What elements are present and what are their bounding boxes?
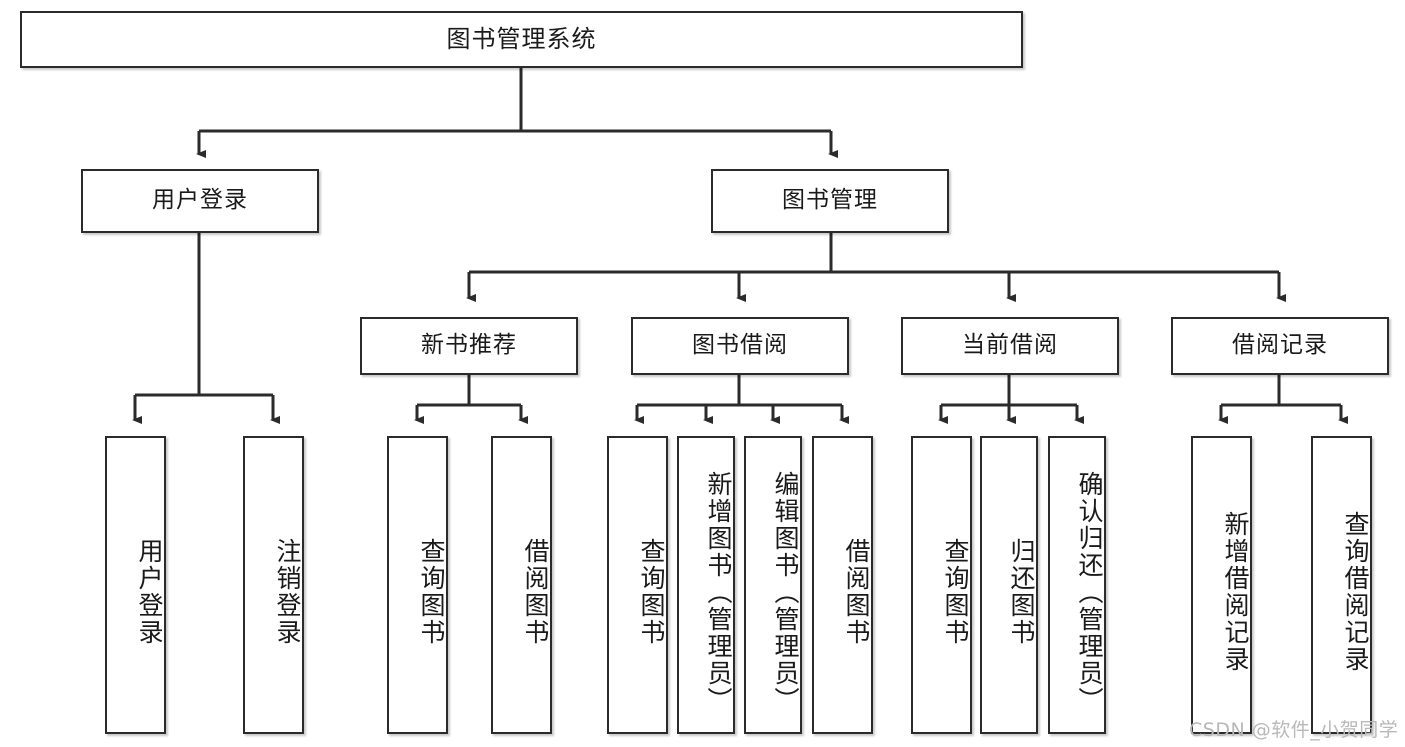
node-leaf-query-book-recommend[interactable]: 查询图书 xyxy=(387,436,448,734)
node-leaf-edit-book-admin[interactable]: 编辑图书（管理员） xyxy=(744,436,802,734)
node-leaf-add-book-admin[interactable]: 新增图书（管理员） xyxy=(677,436,735,734)
node-leaf-borrow-book[interactable]: 借阅图书 xyxy=(812,436,873,734)
node-current-borrow[interactable]: 当前借阅 xyxy=(901,317,1119,375)
node-label: 新书推荐 xyxy=(421,332,517,359)
node-book-management[interactable]: 图书管理 xyxy=(711,169,949,233)
node-label: 查询图书 xyxy=(637,538,666,646)
node-leaf-return-book[interactable]: 归还图书 xyxy=(980,436,1038,734)
node-label: 编辑图书（管理员） xyxy=(771,470,800,714)
node-label: 当前借阅 xyxy=(962,332,1058,359)
node-label: 查询图书 xyxy=(417,538,446,646)
node-label: 归还图书 xyxy=(1007,538,1036,646)
node-label: 新增图书（管理员） xyxy=(704,470,733,714)
node-root-book-management-system[interactable]: 图书管理系统 xyxy=(20,11,1023,68)
node-user-login[interactable]: 用户登录 xyxy=(81,169,319,233)
node-label: 确认归还（管理员） xyxy=(1075,470,1104,714)
node-leaf-query-book-current[interactable]: 查询图书 xyxy=(911,436,972,734)
node-leaf-add-borrow-record[interactable]: 新增借阅记录 xyxy=(1191,436,1252,734)
node-label: 借阅图书 xyxy=(842,538,871,646)
node-label: 借阅图书 xyxy=(521,538,550,646)
csdn-watermark: CSDN @软件_小贺同学 xyxy=(1189,715,1398,742)
node-leaf-query-book-borrow[interactable]: 查询图书 xyxy=(607,436,668,734)
node-label: 图书借阅 xyxy=(692,332,788,359)
node-label: 用户登录 xyxy=(152,187,248,214)
node-label: 借阅记录 xyxy=(1232,332,1328,359)
node-leaf-query-borrow-record[interactable]: 查询借阅记录 xyxy=(1311,436,1372,734)
node-book-borrow[interactable]: 图书借阅 xyxy=(631,317,849,375)
node-new-book-recommend[interactable]: 新书推荐 xyxy=(360,317,578,375)
node-label: 图书管理系统 xyxy=(446,25,597,54)
node-leaf-borrow-book-recommend[interactable]: 借阅图书 xyxy=(491,436,552,734)
node-leaf-confirm-return-admin[interactable]: 确认归还（管理员） xyxy=(1048,436,1106,734)
node-borrow-record[interactable]: 借阅记录 xyxy=(1171,317,1389,375)
node-label: 查询借阅记录 xyxy=(1341,511,1370,673)
node-label: 新增借阅记录 xyxy=(1221,511,1250,673)
node-label: 图书管理 xyxy=(782,187,878,214)
node-label: 注销登录 xyxy=(273,538,302,646)
node-label: 用户登录 xyxy=(135,538,164,646)
node-leaf-logout[interactable]: 注销登录 xyxy=(243,436,304,734)
node-label: 查询图书 xyxy=(941,538,970,646)
node-leaf-user-login[interactable]: 用户登录 xyxy=(105,436,166,734)
watermark-text: CSDN @软件_小贺同学 xyxy=(1189,719,1399,741)
